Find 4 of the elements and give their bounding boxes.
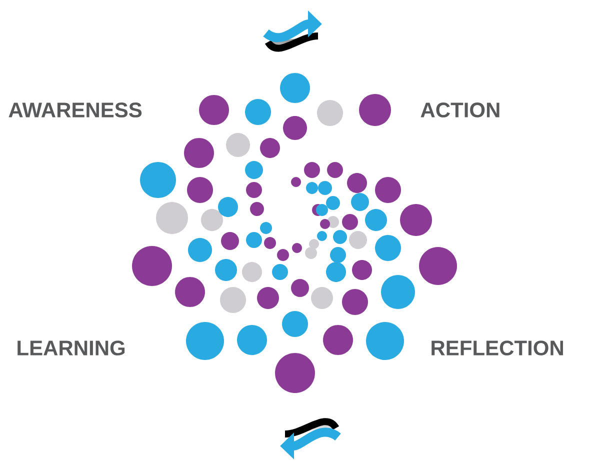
stage-label: REFLECTION [432, 340, 563, 356]
stage-label: LEARNING [18, 340, 125, 356]
stage-label: ACTION [420, 102, 500, 118]
stage-label: AWARENESS [8, 102, 142, 118]
